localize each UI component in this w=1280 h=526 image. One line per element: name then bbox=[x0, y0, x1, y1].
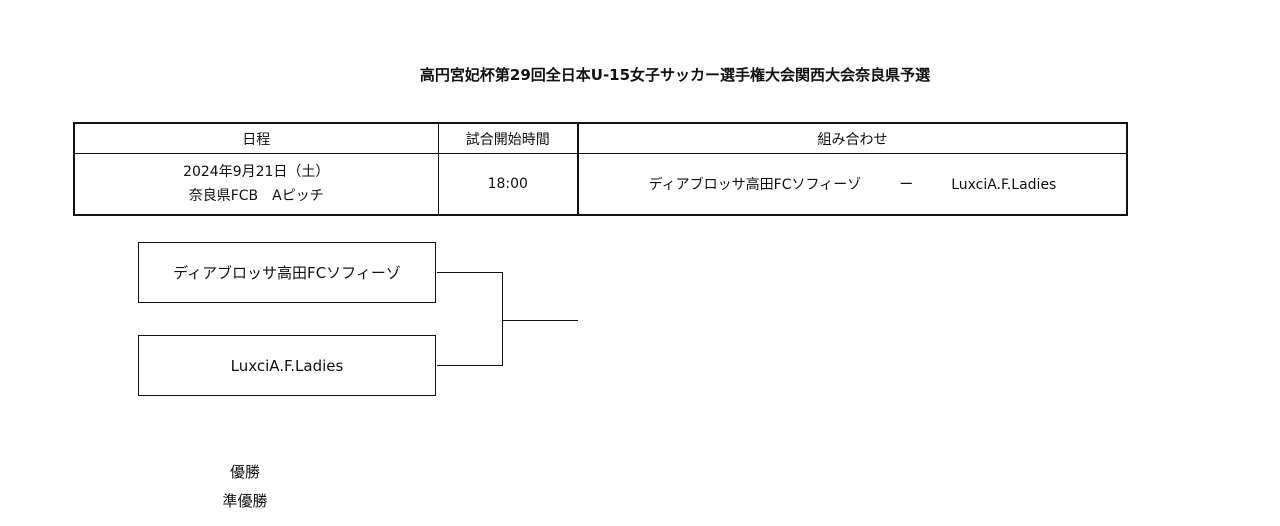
matchup-separator: ー bbox=[899, 177, 914, 193]
away-team: LuxciA.F.Ladies bbox=[951, 177, 1057, 193]
header-date: 日程 bbox=[73, 122, 439, 154]
bracket-line-vertical bbox=[502, 272, 503, 366]
matchup: ディアブロッサ高田FCソフィーゾ ー LuxciA.F.Ladies bbox=[649, 174, 1057, 194]
bracket-line-top bbox=[437, 272, 503, 273]
table-row: 2024年9月21日（土） 奈良県FCB Aピッチ 18:00 ディアブロッサ高… bbox=[73, 153, 1128, 216]
schedule-table: 日程 試合開始時間 組み合わせ 2024年9月21日（土） 奈良県FCB Aピッ… bbox=[73, 122, 1128, 216]
header-start-time: 試合開始時間 bbox=[437, 122, 579, 154]
start-time-cell: 18:00 bbox=[437, 153, 579, 216]
matchup-cell: ディアブロッサ高田FCソフィーゾ ー LuxciA.F.Ladies bbox=[577, 153, 1128, 216]
date-venue-cell: 2024年9月21日（土） 奈良県FCB Aピッチ bbox=[73, 153, 439, 216]
match-date: 2024年9月21日（土） bbox=[183, 164, 330, 180]
match-venue: 奈良県FCB Aピッチ bbox=[188, 188, 324, 204]
table-header-row: 日程 試合開始時間 組み合わせ bbox=[73, 122, 1128, 154]
page-title: 高円宮妃杯第29回全日本U-15女子サッカー選手権大会関西大会奈良県予選 bbox=[419, 66, 931, 84]
header-matchup: 組み合わせ bbox=[577, 122, 1128, 154]
runner-up-label: 準優勝 bbox=[222, 492, 268, 510]
bracket-team-bottom: LuxciA.F.Ladies bbox=[138, 335, 436, 396]
winner-label: 優勝 bbox=[229, 463, 260, 481]
bracket-team-top: ディアブロッサ高田FCソフィーゾ bbox=[138, 242, 436, 303]
home-team: ディアブロッサ高田FCソフィーゾ bbox=[648, 177, 862, 193]
bracket-line-final bbox=[502, 320, 578, 321]
bracket-line-bottom bbox=[437, 365, 503, 366]
